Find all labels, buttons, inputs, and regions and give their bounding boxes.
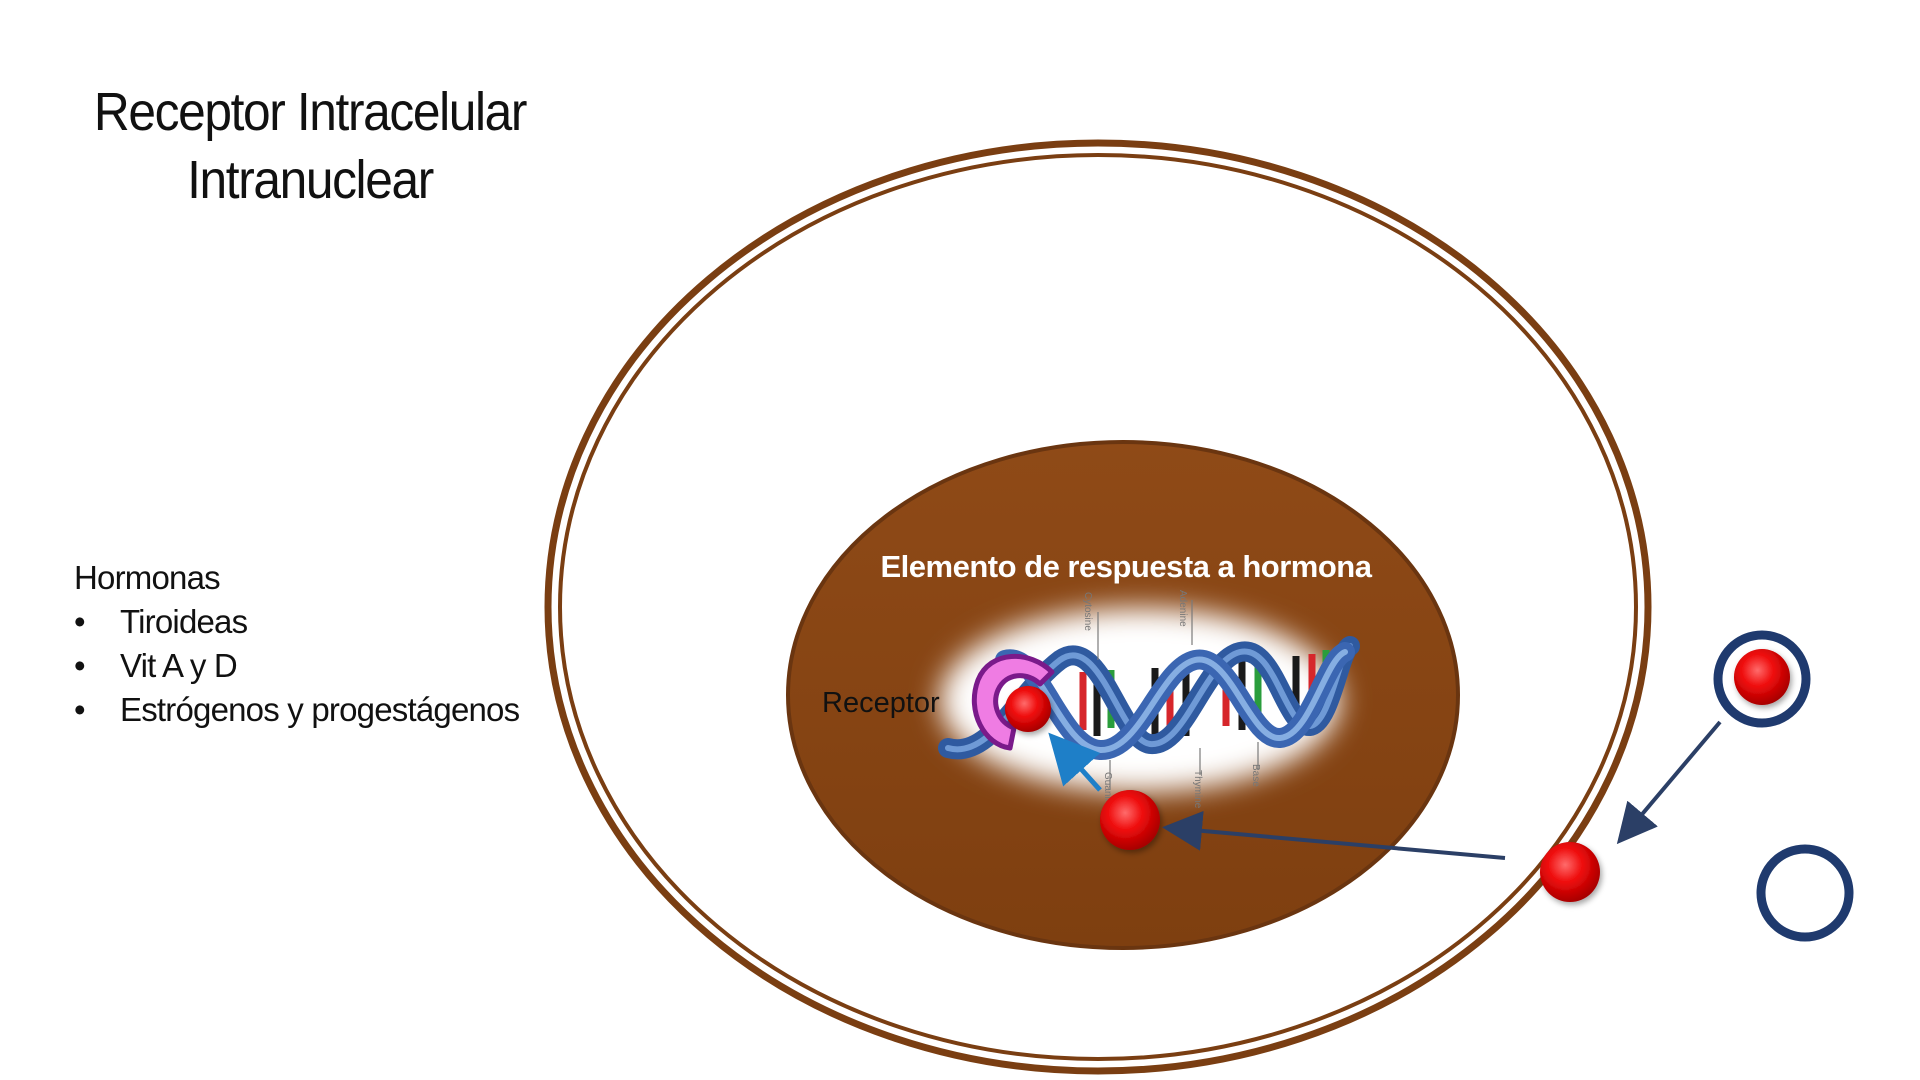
title-line-1: Receptor Intracelular bbox=[93, 82, 528, 142]
response-element-label: Elemento de respuesta a hormona bbox=[881, 549, 1373, 584]
hormone-list: Hormonas •Tiroideas •Vit A y D •Estrógen… bbox=[74, 556, 634, 732]
arrow-carrier-to-membrane bbox=[1616, 720, 1722, 845]
hormone-item-label: Vit A y D bbox=[120, 647, 238, 684]
slide-title: Receptor Intracelular Intranuclear bbox=[62, 78, 559, 214]
hormone-item: •Vit A y D bbox=[74, 647, 238, 684]
title-line-2: Intranuclear bbox=[187, 150, 434, 210]
dna-base-label: Base bbox=[1250, 764, 1261, 787]
receptor-shape bbox=[971, 653, 1055, 751]
hormone-item: •Tiroideas bbox=[74, 603, 248, 640]
hormone-item-label: Tiroideas bbox=[120, 603, 248, 640]
carrier-protein-empty bbox=[1756, 844, 1854, 942]
arrow-membrane-to-nucleus bbox=[1162, 810, 1506, 860]
dna-base-label: Adenine bbox=[1177, 590, 1188, 627]
dna-base-label: Guanine bbox=[1102, 772, 1113, 810]
hormone-item: •Estrógenos y progestágenos bbox=[74, 691, 520, 728]
dna-base-label: Cytosine bbox=[1082, 592, 1093, 631]
cell-membrane bbox=[544, 139, 1652, 1075]
dna-base-label: Thymine bbox=[1192, 770, 1203, 809]
dna-base-labels: Cytosine Adenine Guanine Thymine Base bbox=[1082, 590, 1261, 810]
arrow-nucleus-to-receptor bbox=[1048, 732, 1102, 792]
hormone-on-carrier bbox=[1734, 649, 1790, 705]
hormone-at-membrane bbox=[1540, 842, 1600, 902]
hormone-in-nucleus bbox=[1100, 790, 1160, 850]
hormone-item-label: Estrógenos y progestágenos bbox=[120, 691, 520, 728]
hormone-list-heading: Hormonas bbox=[74, 559, 221, 596]
receptor-label: Receptor bbox=[822, 687, 940, 719]
hormone-bound bbox=[1005, 686, 1051, 732]
